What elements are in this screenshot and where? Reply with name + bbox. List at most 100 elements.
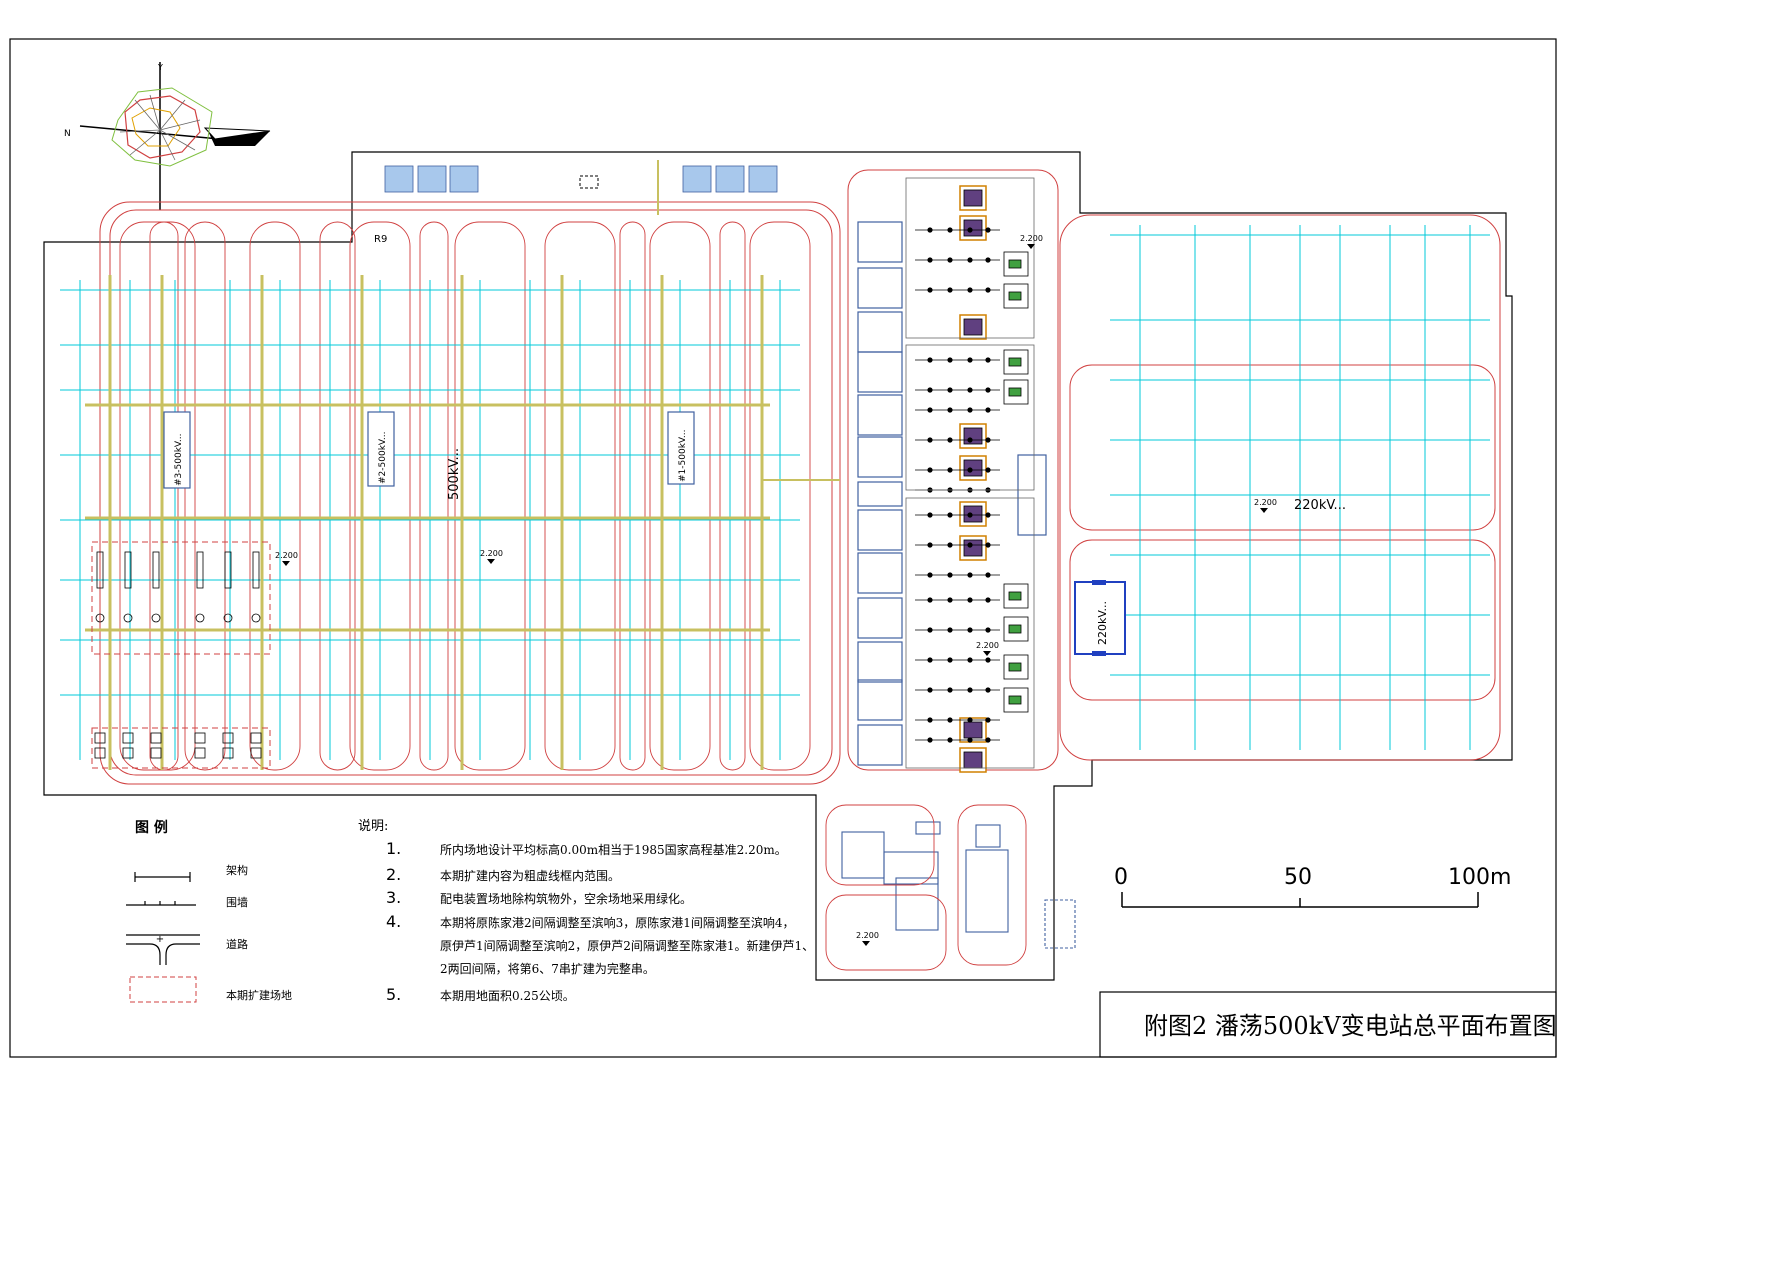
note-text: 本期用地面积0.25公顷。 [440,989,575,1003]
expansion-node [151,613,161,623]
switch-node [947,542,953,548]
switch-node [967,627,973,633]
switch-node [967,717,973,723]
switch-node [985,572,991,578]
switch-node [985,687,991,693]
switch-node [947,467,953,473]
equipment-box [1003,654,1029,680]
equipment-mark [1008,624,1022,634]
note-text: 原伊芦1间隔调整至滨响2，原伊芦2间隔调整至陈家港1。新建伊芦1、 [440,938,814,953]
road-loop [454,221,526,771]
switch-node [947,687,953,693]
switch-node [985,542,991,548]
road-loop [319,221,356,771]
switch-node [927,227,933,233]
transformer-core [963,751,983,769]
transformer-core [963,505,983,523]
scale-tick-50: 50 [1284,865,1312,890]
switch-node [985,437,991,443]
elevation-4: 2.200 [1254,498,1277,507]
road-loop [749,221,811,771]
top-small-box [579,175,599,189]
bay-box [857,267,903,309]
north-arrow-y-label: Y [157,63,163,72]
bay-box [857,351,903,393]
switch-node [947,572,953,578]
switch-node [927,287,933,293]
expansion-node [195,613,205,623]
switch-node [967,287,973,293]
note-text: 配电装置场地除构筑物外，空余场地采用绿化。 [440,891,692,906]
expansion-marker [122,732,134,744]
switch-node [967,572,973,578]
switch-node [985,227,991,233]
legend-item-wall: 围墙 [226,895,248,909]
main-transformer-area [857,177,1035,773]
road-loop [249,221,301,771]
drawing-title: 附图2 潘荡500kV变电站总平面布置图 [1144,1012,1557,1040]
switch-node [967,542,973,548]
elevation-3: 2.200 [1020,234,1043,243]
expansion-marker [150,747,162,759]
switch-node [967,227,973,233]
expansion-bay [252,551,260,589]
switch-node [967,687,973,693]
expansion-bay [196,551,204,589]
road-loop [349,221,411,771]
north-arrow-n-label: N [64,129,71,139]
legend-title: 图 例 [135,819,168,836]
bay-box [857,597,903,639]
note-text: 本期将原陈家港2间隔调整至滨响3，原陈家港1间隔调整至滨响4， [440,915,795,930]
switch-node [927,387,933,393]
expansion-marker [194,732,206,744]
switch-node [927,467,933,473]
switch-node [985,597,991,603]
expansion-marker [94,732,106,744]
note-number: 2. [386,865,401,884]
expansion-marker [122,747,134,759]
switch-node [985,257,991,263]
bay-box [857,552,903,594]
road-loop [149,221,179,771]
expansion-bay [124,551,132,589]
switch-node [985,467,991,473]
equipment-mark [1008,387,1022,397]
note-text: 所内场地设计平均标高0.00m相当于1985国家高程基准2.20m。 [440,842,787,857]
transformer-core [963,539,983,557]
road-loop [619,221,646,771]
expansion-bay [224,551,232,589]
switch-node [947,627,953,633]
road-loop [119,221,196,771]
expansion-marker [150,732,162,744]
bay-box [857,436,903,478]
switch-node [947,597,953,603]
switch-node [927,717,933,723]
expansion-marker [250,732,262,744]
road-loop [544,221,616,771]
legend-item-road: 道路 [226,937,248,951]
transformer-core [963,427,983,445]
equipment-mark [1008,662,1022,672]
expansion-marker [250,747,262,759]
title-block [1099,991,1557,1058]
note-number: 3. [386,888,401,907]
note-text: 本期扩建内容为粗虚线框内范围。 [440,868,620,883]
switch-node [967,597,973,603]
switch-node [927,437,933,443]
switch-node [927,597,933,603]
switch-node [947,512,953,518]
svg-text:+: + [156,934,164,945]
substation-site-plan: Y N [9,38,1557,1058]
scale-tick-0: 0 [1114,865,1128,890]
label-220kv-field: 220kV... [1294,498,1346,513]
bay-box [857,481,903,507]
switch-node [927,737,933,743]
transformer-core [963,459,983,477]
equipment-mark [1008,591,1022,601]
label-bay2: #2-500kV... [378,432,388,484]
switch-node [985,357,991,363]
site-boundary [43,151,1513,981]
switch-node [927,512,933,518]
bay-box [857,641,903,683]
switch-node [947,407,953,413]
